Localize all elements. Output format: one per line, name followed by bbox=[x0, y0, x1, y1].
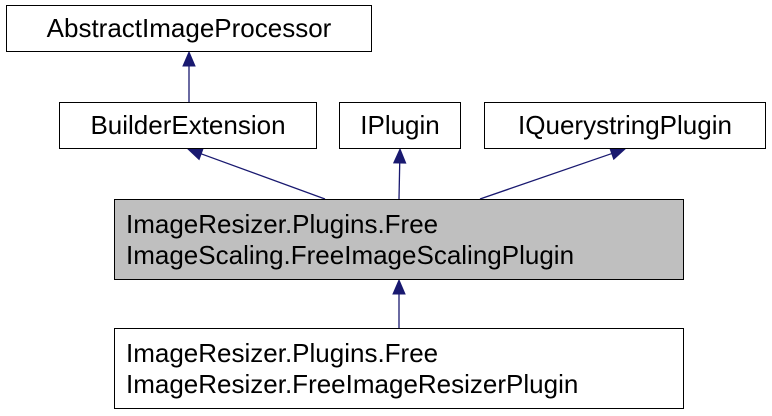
edge-arrowhead bbox=[182, 50, 196, 67]
inheritance-edge-5 bbox=[392, 278, 406, 328]
edge-line bbox=[479, 152, 612, 200]
node-abstract-image-processor[interactable]: AbstractImageProcessor bbox=[6, 5, 372, 52]
inheritance-edge-3 bbox=[392, 147, 407, 200]
node-label: IQuerystringPlugin bbox=[518, 110, 732, 140]
edge-line bbox=[200, 153, 326, 200]
edge-arrowhead bbox=[392, 147, 407, 164]
node-label-line-2: ImageResizer.FreeImageResizerPlugin bbox=[126, 368, 579, 399]
node-label-line-2: ImageScaling.FreeImageScalingPlugin bbox=[126, 239, 575, 270]
inheritance-edge-2 bbox=[186, 147, 326, 200]
node-label: AbstractImageProcessor bbox=[46, 13, 332, 43]
edge-arrowhead bbox=[186, 147, 204, 161]
node-label-line-1: ImageResizer.Plugins.Free bbox=[126, 337, 439, 368]
inheritance-edge-4 bbox=[479, 147, 627, 200]
node-free-image-scaling-plugin: ImageResizer.Plugins.Free ImageScaling.F… bbox=[114, 199, 684, 280]
node-iquerystring-plugin[interactable]: IQuerystringPlugin bbox=[484, 102, 766, 149]
node-builder-extension[interactable]: BuilderExtension bbox=[59, 102, 317, 149]
inheritance-edge-1 bbox=[182, 50, 196, 102]
edge-arrowhead bbox=[609, 147, 627, 161]
edge-arrowhead bbox=[392, 278, 406, 295]
node-iplugin[interactable]: IPlugin bbox=[339, 102, 461, 149]
edge-line bbox=[398, 162, 401, 200]
node-free-image-resizer-plugin[interactable]: ImageResizer.Plugins.Free ImageResizer.F… bbox=[114, 328, 684, 409]
node-label-line-1: ImageResizer.Plugins.Free bbox=[126, 208, 439, 239]
node-label: IPlugin bbox=[360, 110, 440, 140]
node-label: BuilderExtension bbox=[90, 110, 286, 140]
